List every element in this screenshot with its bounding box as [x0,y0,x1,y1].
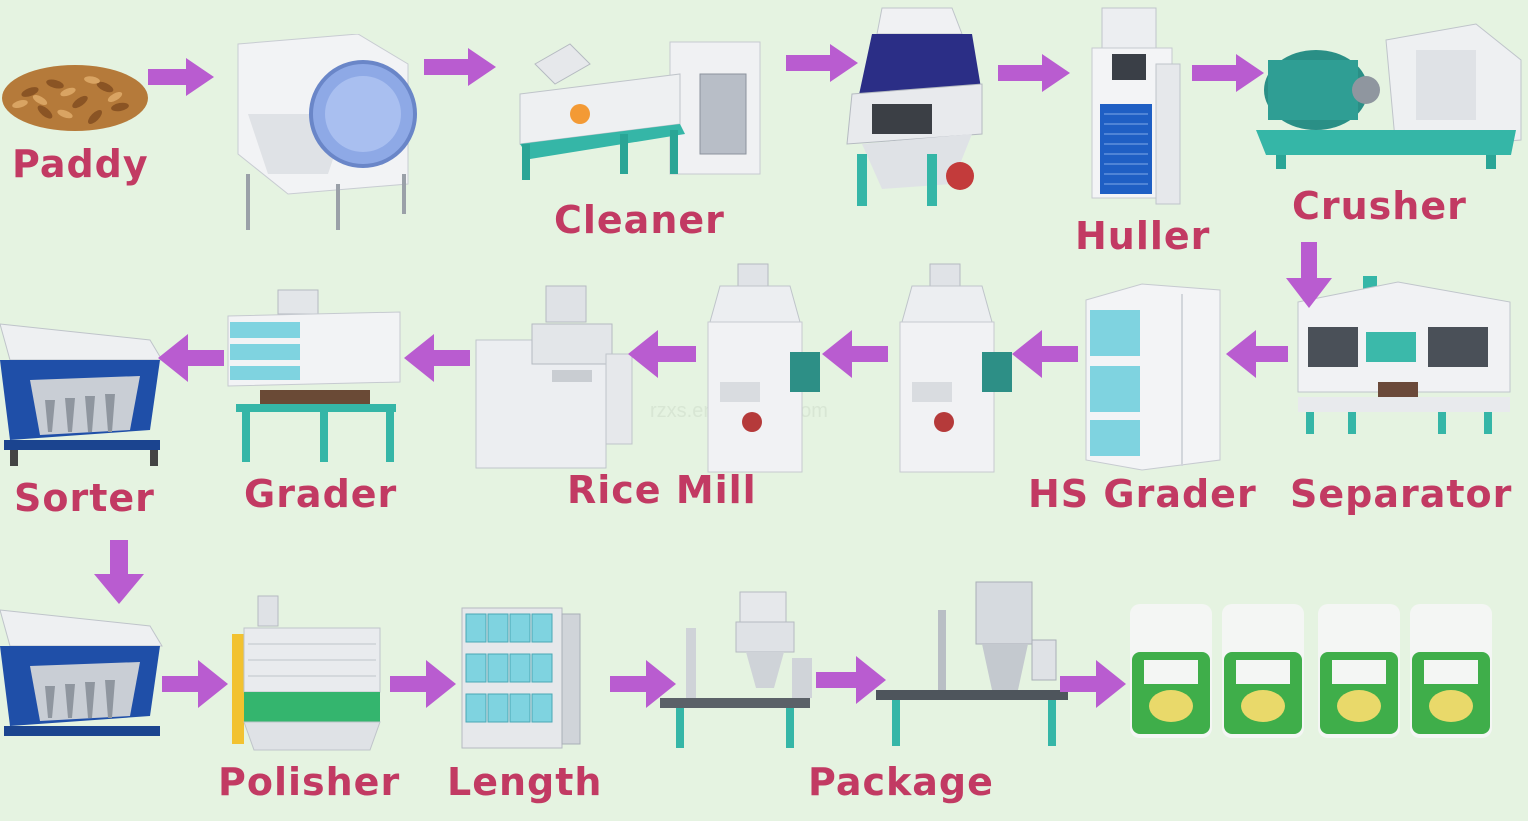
arrow-right-icon [998,54,1070,92]
arrow-right-icon [1060,660,1126,708]
label-crusher: Crusher [1292,184,1467,228]
rice-bag-1 [1128,602,1214,742]
polisher-machine [228,594,384,754]
rice-bag-2 [1220,602,1306,742]
arrow-left-icon [1012,330,1078,378]
arrow-right-icon [786,44,858,82]
packing-machine-1 [656,588,816,752]
arrow-right-icon [816,656,886,704]
color-sorter-machine-2 [0,606,166,754]
arrow-left-icon [158,334,224,382]
rice-mill-machine-right [892,262,1014,476]
hs-grader-machine [1082,280,1224,474]
label-package: Package [808,760,994,804]
arrow-down-icon [1286,242,1332,308]
label-hs-grader: HS Grader [1028,472,1257,516]
label-huller: Huller [1075,214,1211,258]
label-sorter: Sorter [14,476,155,520]
label-polisher: Polisher [218,760,401,804]
rice-bag-3 [1316,602,1402,742]
rice-mill-machine-left [700,262,822,476]
label-grader: Grader [244,472,398,516]
arrow-down-icon [94,540,144,604]
huller-machine [1082,4,1186,210]
destoner-machine [832,4,984,210]
grader-machine [220,286,406,466]
label-cleaner: Cleaner [554,198,725,242]
arrow-left-icon [1226,330,1288,378]
label-length: Length [447,760,603,804]
paddy-grain-image [0,62,150,132]
arrow-right-icon [610,660,676,708]
separator-machine [1288,272,1522,438]
arrow-right-icon [1192,54,1264,92]
arrow-left-icon [628,330,696,378]
horizontal-mill-machine [472,284,636,474]
packing-machine-2 [872,580,1072,752]
cleaner-machine [510,34,772,184]
arrow-right-icon [424,48,496,86]
color-sorter-machine [0,320,166,468]
arrow-left-icon [822,330,888,378]
rice-bag-4 [1408,602,1494,742]
arrow-right-icon [162,660,228,708]
arrow-right-icon [390,660,456,708]
arrow-left-icon [404,334,470,382]
label-paddy: Paddy [12,142,149,186]
label-separator: Separator [1290,472,1513,516]
label-rice-mill: Rice Mill [567,468,757,512]
pre-cleaner-machine [228,34,418,230]
arrow-right-icon [148,58,214,96]
length-grader-machine [458,604,582,754]
crusher-machine [1256,20,1528,172]
